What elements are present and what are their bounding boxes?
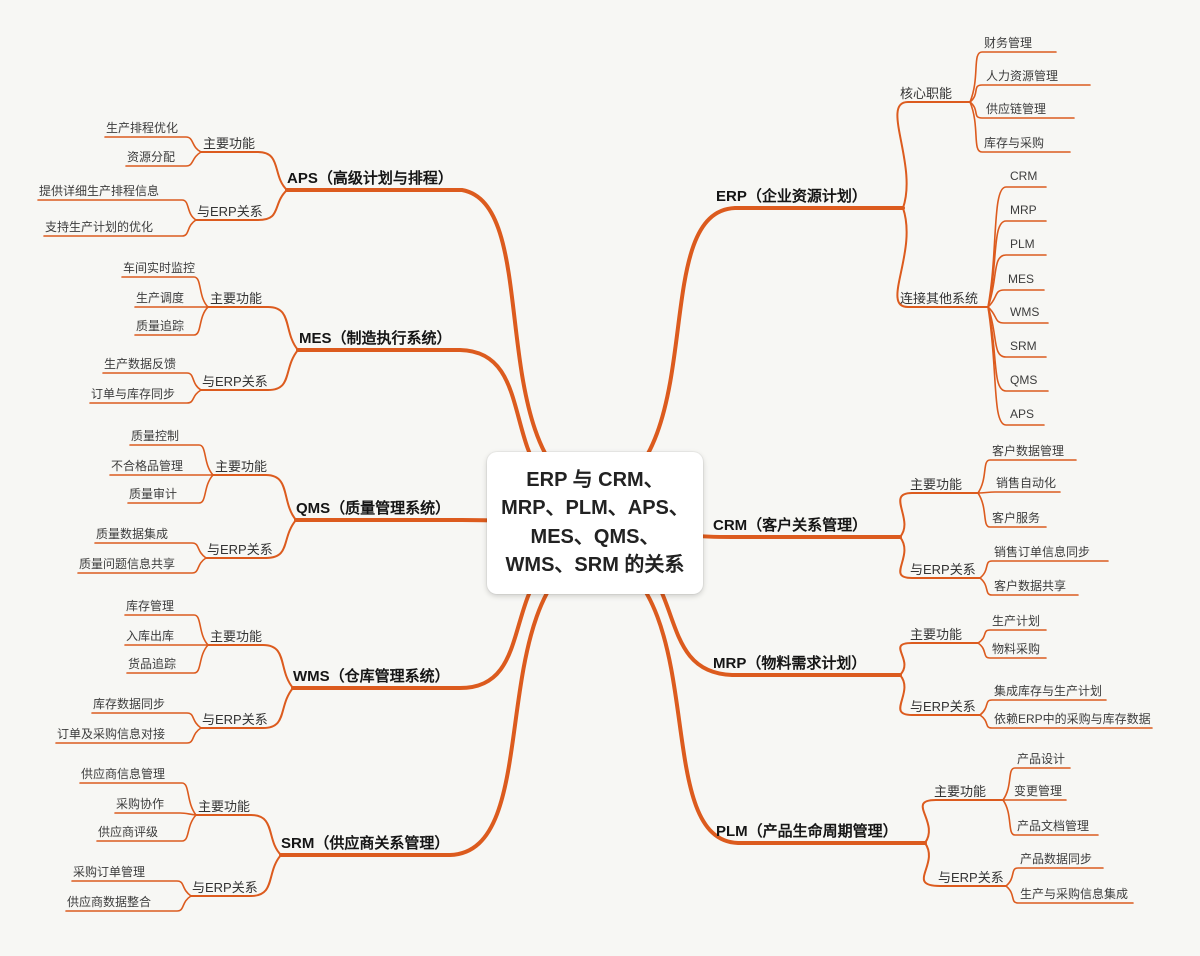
leaf-crm-function[interactable]: 客户数据管理 [992,444,1065,458]
leaf-erp-system-srm[interactable]: SRM [1010,339,1037,353]
leaf-erp-system-mes[interactable]: MES [1008,272,1035,286]
leaf-crm-function[interactable]: 销售自动化 [996,476,1057,490]
leaf-wms-function[interactable]: 货品追踪 [128,657,177,671]
leaf-srm-erp-relation[interactable]: 供应商数据整合 [67,895,152,909]
leaf-aps-erp-relation[interactable]: 支持生产计划的优化 [45,220,154,234]
topic-wms[interactable]: WMS（仓库管理系统） [293,668,450,685]
leaf-qms-erp-relation[interactable]: 质量数据集成 [96,527,169,541]
leaf-erp-system-wms[interactable]: WMS [1010,305,1040,319]
leaf-aps-erp-relation[interactable]: 提供详细生产排程信息 [39,184,160,198]
topic-srm-group-erp-relation[interactable]: 与ERP关系 [192,880,258,895]
leaf-plm-erp-relation[interactable]: 生产与采购信息集成 [1020,887,1129,901]
topic-crm-group-functions[interactable]: 主要功能 [910,477,963,492]
leaf-erp-system-plm[interactable]: PLM [1010,237,1035,251]
central-topic[interactable]: ERP 与 CRM、MRP、PLM、APS、MES、QMS、WMS、SRM 的关… [487,452,703,594]
topic-qms[interactable]: QMS（质量管理系统） [296,500,451,517]
leaf-mrp-function[interactable]: 物料采购 [992,642,1041,656]
leaf-plm-function[interactable]: 变更管理 [1014,784,1063,798]
leaf-qms-function[interactable]: 不合格品管理 [111,459,184,473]
leaf-plm-function[interactable]: 产品设计 [1017,752,1066,766]
topic-erp-group-connected-systems[interactable]: 连接其他系统 [900,291,979,306]
topic-qms-group-functions[interactable]: 主要功能 [215,459,268,474]
branch-line-srm [279,546,597,857]
leaf-mes-function[interactable]: 车间实时监控 [123,261,196,275]
topic-aps[interactable]: APS（高级计划与排程） [287,170,453,187]
leaf-wms-function[interactable]: 库存管理 [126,599,175,613]
topic-srm[interactable]: SRM（供应商关系管理） [281,835,450,852]
leaf-aps-function[interactable]: 资源分配 [127,150,176,164]
leaf-mes-erp-relation[interactable]: 订单与库存同步 [91,387,176,401]
leaf-erp-system-crm[interactable]: CRM [1010,169,1038,183]
leaf-plm-erp-relation[interactable]: 产品数据同步 [1020,852,1093,866]
leaf-mrp-erp-relation[interactable]: 依赖ERP中的采购与库存数据 [994,712,1151,726]
leaf-erp-core[interactable]: 供应链管理 [986,102,1047,116]
leaf-mes-function[interactable]: 生产调度 [136,291,185,305]
leaf-mes-function[interactable]: 质量追踪 [136,319,185,333]
topic-aps-group-functions[interactable]: 主要功能 [203,136,256,151]
topic-wms-group-functions[interactable]: 主要功能 [210,629,263,644]
topic-srm-group-functions[interactable]: 主要功能 [198,799,251,814]
leaf-qms-function[interactable]: 质量审计 [129,487,178,501]
topic-mrp[interactable]: MRP（物料需求计划） [713,655,867,672]
leaf-erp-core[interactable]: 库存与采购 [984,136,1045,150]
leaf-srm-function[interactable]: 采购协作 [116,797,165,811]
leaf-qms-function[interactable]: 质量控制 [131,429,180,443]
topic-erp[interactable]: ERP（企业资源计划） [716,188,867,205]
topic-mes[interactable]: MES（制造执行系统） [299,330,452,347]
leaf-crm-erp-relation[interactable]: 销售订单信息同步 [994,545,1091,559]
leaf-mrp-erp-relation[interactable]: 集成库存与生产计划 [994,684,1103,698]
leaf-wms-function[interactable]: 入库出库 [126,629,175,643]
leaf-qms-erp-relation[interactable]: 质量问题信息共享 [79,557,176,571]
topic-mes-group-functions[interactable]: 主要功能 [210,291,263,306]
topic-wms-group-erp-relation[interactable]: 与ERP关系 [202,712,268,727]
topic-mrp-group-functions[interactable]: 主要功能 [910,627,963,642]
leaf-erp-system-mrp[interactable]: MRP [1010,203,1037,217]
topic-plm[interactable]: PLM（产品生命周期管理） [716,823,898,840]
leaf-erp-core[interactable]: 人力资源管理 [986,69,1059,83]
topic-mrp-group-erp-relation[interactable]: 与ERP关系 [910,699,976,714]
topic-crm[interactable]: CRM（客户关系管理） [713,517,868,534]
leaf-aps-function[interactable]: 生产排程优化 [106,121,179,135]
topic-plm-group-erp-relation[interactable]: 与ERP关系 [938,870,1004,885]
topic-erp-group-core-functions[interactable]: 核心职能 [900,86,953,101]
topic-mes-group-erp-relation[interactable]: 与ERP关系 [202,374,268,389]
leaf-crm-erp-relation[interactable]: 客户数据共享 [994,579,1067,593]
leaf-erp-system-aps[interactable]: APS [1010,407,1035,421]
topic-crm-group-erp-relation[interactable]: 与ERP关系 [910,562,976,577]
leaf-wms-erp-relation[interactable]: 库存数据同步 [93,697,166,711]
leaf-erp-system-qms[interactable]: QMS [1010,373,1038,387]
leaf-mes-erp-relation[interactable]: 生产数据反馈 [104,357,177,371]
leaf-wms-erp-relation[interactable]: 订单及采购信息对接 [57,727,166,741]
leaf-plm-function[interactable]: 产品文档管理 [1017,819,1090,833]
leaf-srm-erp-relation[interactable]: 采购订单管理 [73,865,146,879]
leaf-mrp-function[interactable]: 生产计划 [992,614,1041,628]
leaf-srm-function[interactable]: 供应商评级 [98,825,159,839]
topic-plm-group-functions[interactable]: 主要功能 [934,784,987,799]
leaf-erp-core[interactable]: 财务管理 [984,36,1033,50]
topic-qms-group-erp-relation[interactable]: 与ERP关系 [207,542,273,557]
topic-aps-group-erp-relation[interactable]: 与ERP关系 [197,204,263,219]
leaf-crm-function[interactable]: 客户服务 [992,511,1041,525]
leaf-srm-function[interactable]: 供应商信息管理 [81,767,166,781]
